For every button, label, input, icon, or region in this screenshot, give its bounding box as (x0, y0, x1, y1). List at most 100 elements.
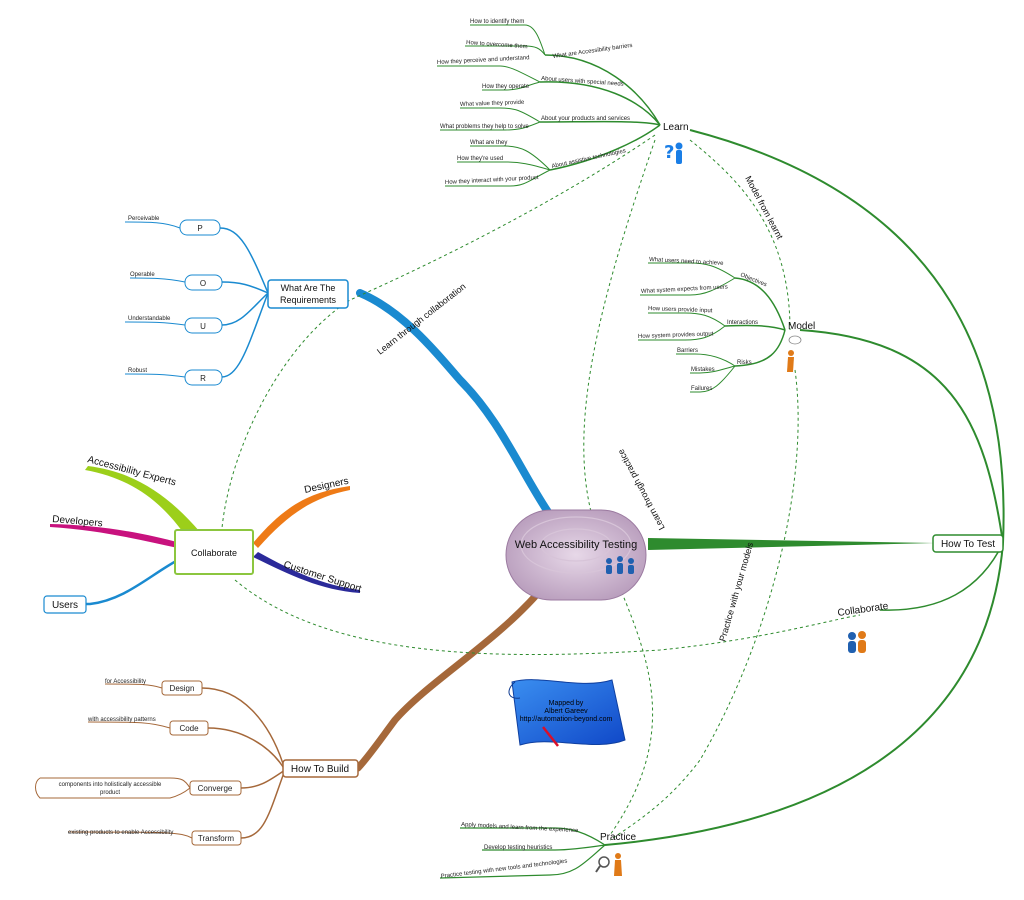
model-branches (638, 262, 786, 393)
collab-customer-support: Customer Support (282, 559, 363, 595)
credit-scroll: Mapped by Albert Gareev http://automatio… (508, 679, 626, 747)
pen-icon (542, 726, 559, 747)
learn-item-0-0: How to identify them (470, 19, 524, 25)
requirements-branches (124, 221, 269, 378)
how-to-build-node[interactable]: How To Build (282, 759, 359, 778)
build-design-label: Design (170, 684, 195, 693)
practice-label: Practice (600, 832, 637, 843)
practice-branches (439, 827, 606, 879)
build-design-note: for Accessibility (105, 679, 146, 685)
model-topic-2: Risks (737, 360, 752, 366)
learn-topics: What are Accessibility barriers How to i… (437, 19, 633, 186)
requirement-letter-r: R (200, 374, 206, 383)
relation-model-from-learnt: Model from learnt (743, 174, 785, 241)
practice-node[interactable]: Practice (595, 832, 637, 876)
practice-items: Apply models and learn from the experien… (441, 822, 580, 880)
collaborate-right-label: Collaborate (837, 601, 890, 619)
learn-topic-3: About assistive technologies (551, 148, 626, 170)
build-converge-label: Converge (198, 784, 233, 793)
model-item-0-0: What users need to achieve (649, 257, 724, 267)
branch-developers (50, 524, 180, 548)
branch-test-learn (689, 129, 1005, 544)
requirement-word-o: Operable (130, 272, 155, 278)
requirement-letter-u: U (200, 322, 206, 331)
how-to-test-node[interactable]: How To Test (932, 534, 1004, 553)
people-icon (606, 556, 634, 574)
build-branches (35, 683, 286, 839)
collaborate-right-node[interactable]: Collaborate (837, 601, 890, 653)
build-code-note: with accessibility patterns (87, 717, 156, 723)
credit-line3: http://automation-beyond.com (520, 716, 613, 723)
model-item-2-0: Barriers (677, 348, 698, 354)
magnifier-person-icon (595, 853, 622, 876)
learn-item-3-0: What are they (470, 140, 507, 146)
requirement-p[interactable]: P Perceivable (128, 216, 221, 236)
model-topics: Objectives What users need to achieve Wh… (638, 257, 768, 392)
requirement-word-u: Understandable (128, 316, 171, 322)
collab-developers: Developers (52, 514, 103, 529)
model-node[interactable]: Model (787, 321, 815, 372)
collab-users-label: Users (52, 600, 78, 611)
how-to-build-label: How To Build (291, 764, 349, 775)
learn-topic-1: About users with special needs (541, 76, 624, 88)
requirement-r[interactable]: R Robust (128, 368, 223, 386)
model-label: Model (788, 321, 815, 332)
credit-line2: Albert Gareev (544, 708, 588, 715)
build-converge-note-line1: components into holistically accessible (59, 782, 162, 788)
requirement-o[interactable]: O Operable (130, 272, 223, 291)
svg-text:?: ? (664, 142, 674, 163)
requirement-word-p: Perceivable (128, 216, 160, 222)
model-topic-0: Objectives (739, 272, 767, 288)
question-person-icon: ? (664, 142, 683, 164)
requirements-label-line1: What Are The (281, 283, 336, 293)
branch-test-practice (604, 542, 1004, 846)
requirement-u[interactable]: U Understandable (128, 316, 223, 334)
relation-practice-models: Practice with your models (717, 541, 755, 643)
model-item-2-1: Mistakes (691, 367, 715, 373)
learn-item-2-0: What value they provide (460, 100, 525, 108)
central-node[interactable]: Web Accessibility Testing (505, 509, 647, 601)
practice-item-0: Apply models and learn from the experien… (461, 822, 579, 834)
build-converge-note-line2: product (100, 790, 120, 796)
collaborate-left-label: Collaborate (191, 548, 237, 558)
thinking-person-icon (787, 335, 802, 372)
how-to-test-label: How To Test (941, 539, 995, 550)
requirement-letter-p: P (197, 224, 202, 233)
branch-test-model (799, 329, 1004, 544)
branch-central-howtotest (648, 538, 935, 550)
build-code-label: Code (179, 724, 199, 733)
build-design[interactable]: Design for Accessibility (105, 679, 203, 696)
branch-central-requirements (356, 289, 552, 516)
learn-branches (437, 24, 661, 187)
learn-label: Learn (663, 122, 689, 133)
build-code[interactable]: Code with accessibility patterns (87, 717, 209, 736)
central-label: Web Accessibility Testing (515, 539, 637, 551)
build-converge[interactable]: Converge components into holistically ac… (59, 780, 242, 796)
learn-item-3-2: How they interact with your product (445, 175, 539, 186)
branch-users (82, 558, 179, 606)
model-item-0-1: What system expects from users (641, 284, 728, 295)
learn-item-1-0: How they perceive and understand (437, 55, 530, 66)
branch-accessibility-experts (85, 466, 200, 535)
requirement-letter-o: O (200, 279, 206, 288)
two-people-icon (848, 631, 866, 653)
learn-item-3-1: How they're used (457, 156, 503, 162)
collab-users-node[interactable]: Users (43, 595, 87, 614)
model-topic-1: Interactions (727, 320, 758, 326)
requirement-word-r: Robust (128, 368, 147, 374)
learn-item-2-1: What problems they help to solve (440, 124, 529, 130)
model-item-1-1: How system provides output (638, 331, 714, 340)
requirements-node[interactable]: What Are The Requirements (267, 279, 349, 309)
model-item-1-0: How users provide input (648, 306, 713, 314)
learn-node[interactable]: Learn ? (663, 122, 689, 164)
build-transform[interactable]: Transform existing products to enable Ac… (68, 830, 242, 846)
learn-item-0-1: How to overcome them (466, 40, 528, 50)
branch-central-build (354, 581, 549, 772)
learn-item-1-1: How they operate (482, 84, 530, 90)
credit-line1: Mapped by (549, 700, 584, 707)
build-transform-note: existing products to enable Accessibilit… (68, 830, 173, 836)
collaborate-left-node[interactable]: Collaborate (174, 529, 254, 575)
build-transform-label: Transform (198, 834, 234, 843)
practice-item-1: Develop testing heuristics (484, 845, 552, 851)
